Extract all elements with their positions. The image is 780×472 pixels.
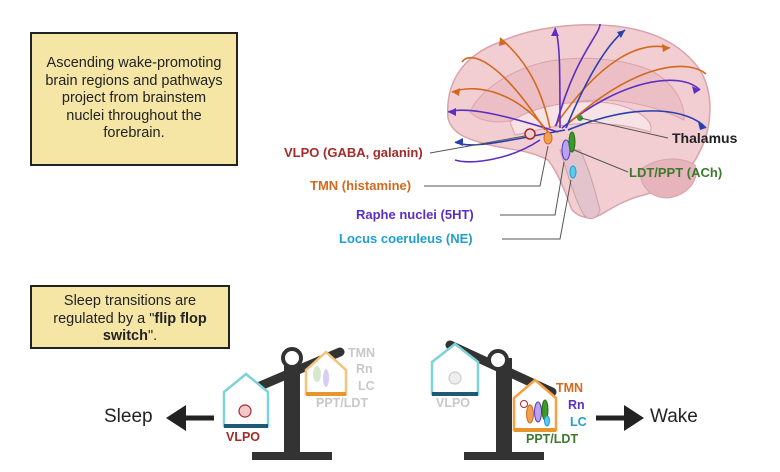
vlpo-nucleus xyxy=(524,128,536,140)
pathway-raphe-5 xyxy=(454,139,541,163)
pathway-lc-3 xyxy=(567,110,707,131)
leader-thalamus xyxy=(579,117,669,139)
leader-vlpo xyxy=(429,135,526,154)
lc-nucleus xyxy=(569,165,577,179)
pathway-tmn-3 xyxy=(554,45,671,127)
vlpo-house-floor xyxy=(224,424,268,428)
note-flip-flop: Sleep transitions are regulated by a "fl… xyxy=(30,285,230,349)
wake-house-lc xyxy=(544,415,550,427)
nuclei xyxy=(524,115,583,179)
label-raphe: Raphe nuclei (5HT) xyxy=(356,207,474,222)
wake-side-tmn: TMN xyxy=(556,381,584,395)
note-flip-flop-suffix: ". xyxy=(147,328,158,344)
wake-house-vlpo-dot xyxy=(520,400,528,408)
wake-house-raphe xyxy=(534,401,542,423)
note-flip-flop-prefix: Sleep transitions are regulated by a " xyxy=(53,293,197,327)
wake-side-ppt-ldt: PPT/LDT xyxy=(526,432,579,446)
pathway-tmn-5 xyxy=(569,65,707,123)
wake-house-faded-nuclei xyxy=(313,366,321,382)
label-tmn: TMN (histamine) xyxy=(310,178,412,193)
note-wake-pathways-text: Ascending wake-promoting brain regions a… xyxy=(45,55,223,142)
balance-pivot xyxy=(281,347,303,369)
balance-post xyxy=(284,356,300,452)
vlpo-house-faded-nucleus xyxy=(448,371,462,385)
leader-ldt-ppt xyxy=(573,149,629,173)
balance-post xyxy=(496,358,512,452)
vlpo-house-faded xyxy=(430,342,480,396)
arrowhead xyxy=(452,88,460,96)
arrowhead xyxy=(698,122,706,130)
sleep-side-vlpo: VLPO xyxy=(226,430,261,444)
vlpo-house-nucleus xyxy=(238,404,252,418)
wake-house-faded-floor xyxy=(306,392,346,396)
arrowhead xyxy=(617,30,625,38)
balance-base xyxy=(252,452,332,460)
wake-house-faded-nuclei xyxy=(323,369,329,387)
leader-tmn xyxy=(424,145,549,187)
arrowhead xyxy=(499,38,506,46)
label-thalamus: Thalamus xyxy=(672,130,738,146)
leader-lines xyxy=(424,117,669,240)
sleep-side-lc: LC xyxy=(358,379,375,393)
sleep-arrow-head xyxy=(166,405,186,431)
note-flip-flop-bold: flip flop switch xyxy=(102,310,207,345)
wake-side-lc: LC xyxy=(570,415,587,429)
label-vlpo: VLPO (GABA, galanin) xyxy=(284,145,423,160)
note-wake-pathways: Ascending wake-promoting brain regions a… xyxy=(30,32,238,166)
wake-side-rn: Rn xyxy=(568,398,585,412)
leader-raphe xyxy=(500,161,565,216)
tmn-nucleus xyxy=(543,131,553,145)
arrowhead xyxy=(551,28,559,36)
brainstem xyxy=(559,149,601,220)
label-sleep: Sleep xyxy=(104,406,153,427)
arrowhead xyxy=(448,108,456,116)
sleep-side-rn: Rn xyxy=(356,362,373,376)
wake-house-floor xyxy=(514,428,556,432)
label-wake: Wake xyxy=(650,406,698,427)
ldt-ppt-nucleus xyxy=(568,131,576,153)
leader-lc xyxy=(502,179,572,240)
switch-sleep xyxy=(166,347,348,460)
wake-house-tmn xyxy=(526,404,534,424)
pathway-arrowheads xyxy=(448,28,706,146)
wake-arrow-head xyxy=(624,405,644,431)
vlpo-house-faded-floor xyxy=(432,392,478,396)
wake-side-vlpo: VLPO xyxy=(436,396,471,410)
arrowhead xyxy=(662,44,670,52)
arrowhead xyxy=(455,138,463,146)
switch-wake xyxy=(430,340,644,460)
balance-pivot xyxy=(487,349,509,371)
cerebellum xyxy=(639,158,697,199)
sleep-side-ppt-ldt: PPT/LDT xyxy=(316,396,369,410)
pathways xyxy=(447,23,707,163)
pathway-tmn-2 xyxy=(499,37,551,129)
pathway-tmn-4 xyxy=(461,56,546,131)
label-lc: Locus coeruleus (NE) xyxy=(339,231,473,246)
sleep-side-tmn: TMN xyxy=(348,346,376,360)
label-ldt-ppt: LDT/PPT (ACh) xyxy=(629,165,723,180)
brain-illustration xyxy=(446,24,711,220)
pathway-raphe-3 xyxy=(561,79,701,129)
pathway-raphe-4 xyxy=(555,23,601,127)
vlpo-house xyxy=(222,372,270,428)
balance-base xyxy=(464,452,544,460)
arrowhead xyxy=(692,86,700,94)
